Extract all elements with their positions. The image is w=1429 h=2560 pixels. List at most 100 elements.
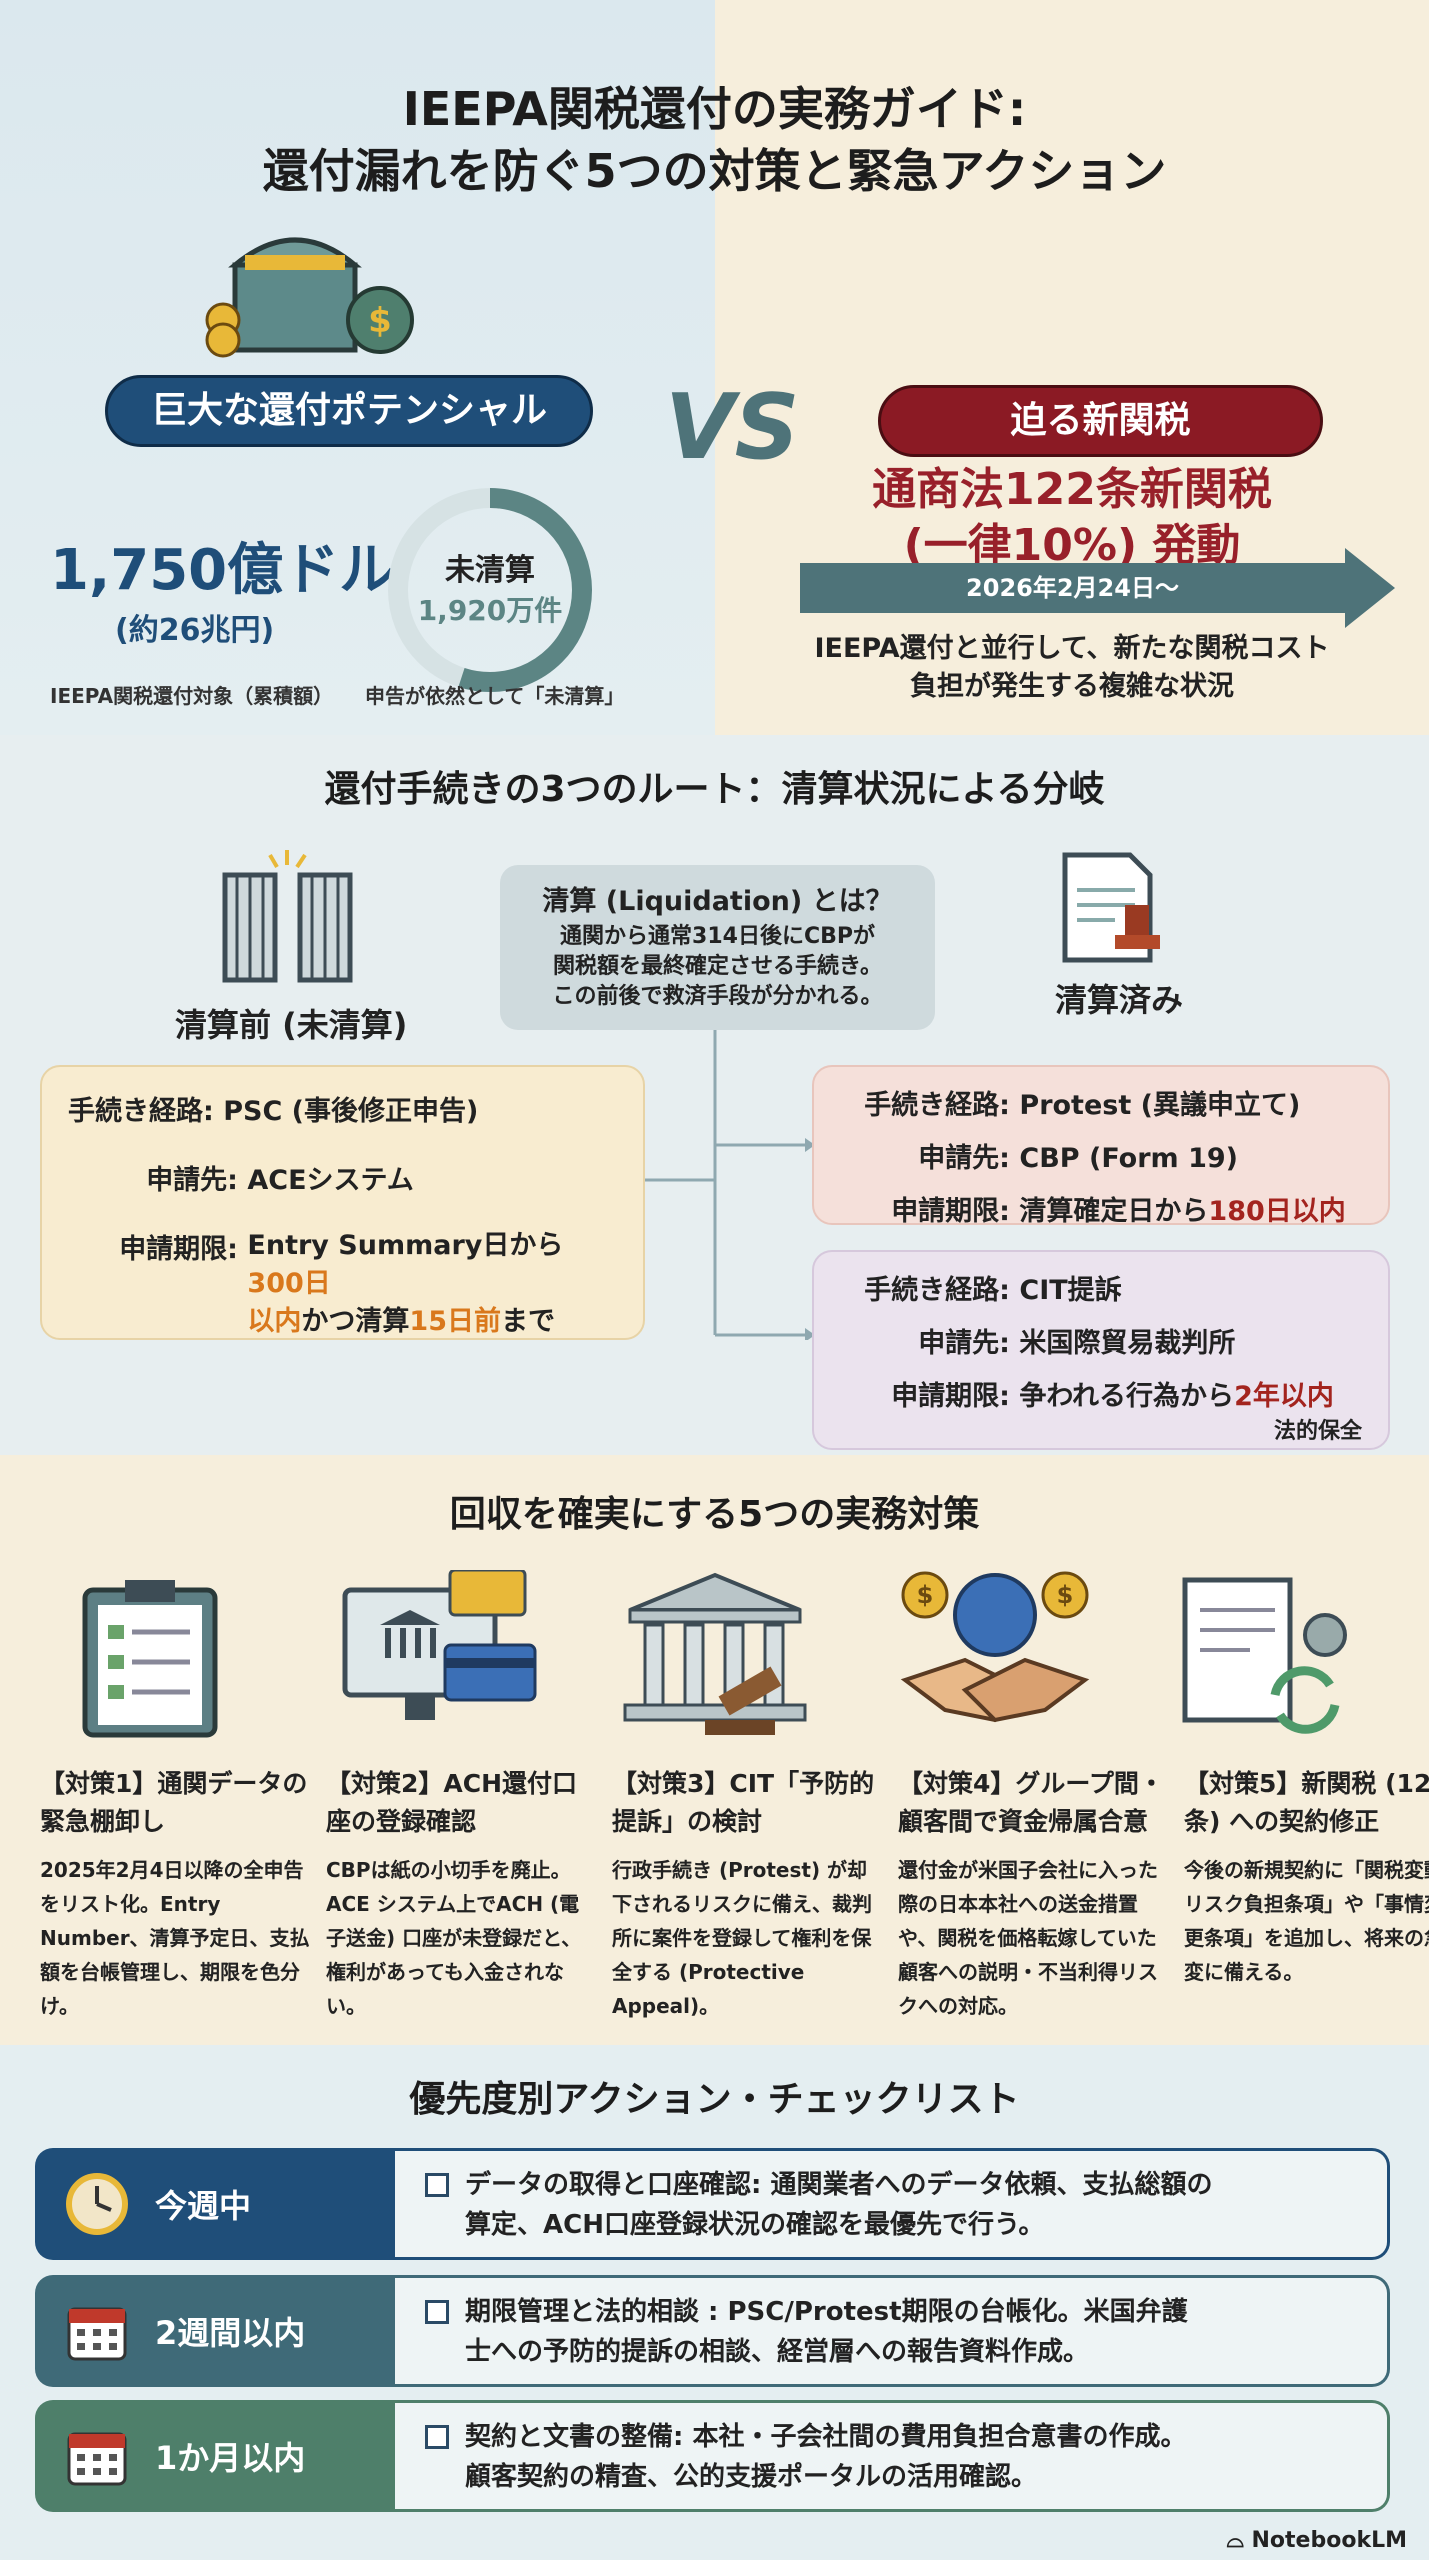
deadline-until: まで [500, 1306, 555, 1337]
contract-revision-icon [1182, 1577, 1347, 1734]
after-liquidation-label: 清算済み [1055, 981, 1184, 1019]
route-connector-lines [645, 1030, 815, 1340]
new-tariff-headline-1: 通商法122条新関税 [872, 464, 1272, 515]
deadline-years: 2年以内 [1234, 1381, 1334, 1412]
liquidation-line-2: 関税額を最終確定させる手続き。 [553, 954, 882, 979]
checklist-item: 期限管理と法的相談 : PSC/Protest期限の台帳化。米国弁護士への予防的… [395, 2275, 1390, 2387]
measure-item: 【対策4】グループ間・顧客間で資金帰属合意還付金が米国子会社に入った際の日本本社… [898, 1765, 1168, 2023]
routes-heading: 還付手続きの3つのルート：清算状況による分岐 [324, 769, 1105, 810]
task-line-1: 契約と文書の整備: 本社・子会社間の費用負担合意書の作成。 [465, 2422, 1187, 2452]
priority-period: 2週間以内 [155, 2314, 306, 2352]
deadline-and: かつ清算 [301, 1306, 410, 1337]
amount-caption: IEEPA関税還付対象（累積額） [50, 684, 334, 708]
gate-icon [222, 850, 353, 983]
measures-section [0, 1455, 1429, 2045]
measure-title: 【対策3】CIT「予防的提訴」の検討 [612, 1769, 875, 1836]
measure-desc: 今後の新規契約に「関税変動リスク負担条項」や「事情変更条項」を追加し、将来の急変… [1184, 1858, 1429, 1984]
route-key: 手続き経路: [68, 1096, 214, 1127]
measure-title: 【対策4】グループ間・顧客間で資金帰属合意 [898, 1769, 1164, 1836]
timeline-arrow-icon [800, 548, 1395, 628]
refund-amount-yen: (約26兆円) [115, 613, 275, 648]
destination-value: ACEシステム [247, 1165, 414, 1196]
measure-title: 【対策5】新関税 (122条) への契約修正 [1184, 1769, 1429, 1836]
deadline-text: 清算確定日から [1019, 1196, 1209, 1227]
deadline-within: 以内 [247, 1306, 302, 1337]
stamped-document-icon [1062, 852, 1160, 963]
new-tariff-desc-2: 負担が発生する複雑な状況 [910, 671, 1234, 702]
treasure-chest-icon: $ [205, 237, 414, 358]
hero-left-panel [0, 0, 715, 735]
liquidation-title: 清算 (Liquidation) とは？ [542, 886, 893, 917]
liquidation-line-3: この前後で救済手段が分かれる。 [552, 984, 883, 1009]
global-handshake-icon: $$ [900, 1571, 1090, 1723]
psc-route-card: 手続き経路: PSC (事後修正申告) 申請先: ACEシステム 申請期限: E… [40, 1065, 645, 1340]
measure-item: 【対策5】新関税 (122条) への契約修正今後の新規契約に「関税変動リスク負担… [1184, 1765, 1429, 2023]
new-tariff-headline-2: (一律10%) 発動 [903, 520, 1241, 571]
deadline-days: 180日以内 [1208, 1196, 1346, 1227]
courthouse-gavel-icon [623, 1572, 807, 1735]
deadline-before: 15日前 [409, 1306, 501, 1337]
destination-value: 米国際貿易裁判所 [1019, 1328, 1236, 1359]
title-line-2: 還付漏れを防ぐ5つの対策と緊急アクション [262, 144, 1167, 198]
donut-label: 未清算 [445, 553, 535, 588]
destination-key: 申請先: [146, 1165, 238, 1196]
title-line-1: IEEPA関税還付の実務ガイド: [402, 82, 1027, 136]
deadline-key: 申請期限: [891, 1196, 1010, 1227]
unliquidated-donut [388, 488, 592, 692]
deadline-days: 300日 [247, 1268, 331, 1299]
priority-tab: 2週間以内 [35, 2275, 400, 2387]
refund-amount: 1,750億ドル [50, 538, 396, 603]
checkbox[interactable] [425, 2300, 449, 2324]
destination-key: 申請先: [918, 1143, 1010, 1174]
destination-value: CBP (Form 19) [1019, 1143, 1238, 1174]
checklist-heading: 優先度別アクション・チェックリスト [409, 2079, 1020, 2120]
priority-period: 1か月以内 [155, 2439, 306, 2477]
task-line-2: 士への予防的提訴の相談、経営層への報告資料作成。 [465, 2337, 1090, 2367]
notebooklm-brand: ⌓ NotebookLM [1226, 2528, 1407, 2553]
effective-date: 2026年2月24日〜 [966, 574, 1179, 602]
route-value: PSC (事後修正申告) [223, 1096, 479, 1127]
task-line-2: 算定、ACH口座登録状況の確認を最優先で行う。 [465, 2210, 1045, 2240]
measure-desc: 還付金が米国子会社に入った際の日本本社への送金措置や、関税を価格転嫁していた顧客… [898, 1858, 1158, 2018]
clipboard-checklist-icon [82, 1580, 218, 1738]
deadline-text: 争われる行為から [1019, 1381, 1235, 1412]
new-tariff-label: 迫る新関税 [878, 385, 1323, 457]
vs-label: VS [665, 375, 800, 480]
checkbox[interactable] [425, 2173, 449, 2197]
route-value: Protest (異議申立て) [1019, 1090, 1301, 1121]
potential-label: 巨大な還付ポテンシャル [105, 375, 593, 447]
before-liquidation-label: 清算前 (未清算) [175, 1006, 408, 1044]
checkbox[interactable] [425, 2425, 449, 2449]
clock-icon [66, 2173, 128, 2235]
calendar-icon [67, 2307, 127, 2361]
svg-text:$: $ [1057, 1581, 1074, 1609]
destination-key: 申請先: [918, 1328, 1010, 1359]
priority-period: 今週中 [155, 2187, 252, 2225]
route-key: 手続き経路: [864, 1275, 1010, 1306]
route-key: 手続き経路: [864, 1090, 1010, 1121]
measure-title: 【対策1】通関データの緊急棚卸し [40, 1769, 308, 1836]
legal-preservation-note: 法的保全 [1273, 1419, 1362, 1444]
svg-text:$: $ [368, 301, 392, 341]
protest-route-card: 手続き経路: Protest (異議申立て) 申請先: CBP (Form 19… [812, 1065, 1390, 1227]
deadline-text: Entry Summary日から [247, 1230, 564, 1261]
liquidation-line-1: 通関から通常314日後にCBPが [560, 924, 875, 949]
deadline-key: 申請期限: [891, 1381, 1010, 1412]
deadline-key: 申請期限: [119, 1234, 238, 1265]
route-value: CIT提訴 [1019, 1275, 1122, 1306]
checklist-item: 契約と文書の整備: 本社・子会社間の費用負担合意書の作成。顧客契約の精査、公的支… [395, 2400, 1390, 2512]
measure-desc: CBPは紙の小切手を廃止。ACE システム上でACH (電子送金) 口座が未登録… [326, 1858, 582, 2018]
donut-caption: 申告が依然として「未清算」 [365, 684, 625, 708]
page-title: IEEPA関税還付の実務ガイド: 還付漏れを防ぐ5つの対策と緊急アクション [0, 78, 1429, 202]
bank-transfer-icon [342, 1570, 537, 1720]
measure-desc: 行政手続き (Protest) が却下されるリスクに備え、裁判所に案件を登録して… [612, 1858, 872, 2018]
priority-tab: 今週中 [35, 2148, 400, 2260]
measures-heading: 回収を確実にする5つの実務対策 [449, 1494, 980, 1535]
new-tariff-desc-1: IEEPA還付と並行して、新たな関税コスト [814, 633, 1330, 664]
task-line-2: 顧客契約の精査、公的支援ポータルの活用確認。 [465, 2462, 1038, 2492]
cit-route-card: 手続き経路: CIT提訴 申請先: 米国際貿易裁判所 申請期限: 争われる行為か… [812, 1250, 1390, 1450]
task-line-1: 期限管理と法的相談 : PSC/Protest期限の台帳化。米国弁護 [465, 2297, 1188, 2327]
